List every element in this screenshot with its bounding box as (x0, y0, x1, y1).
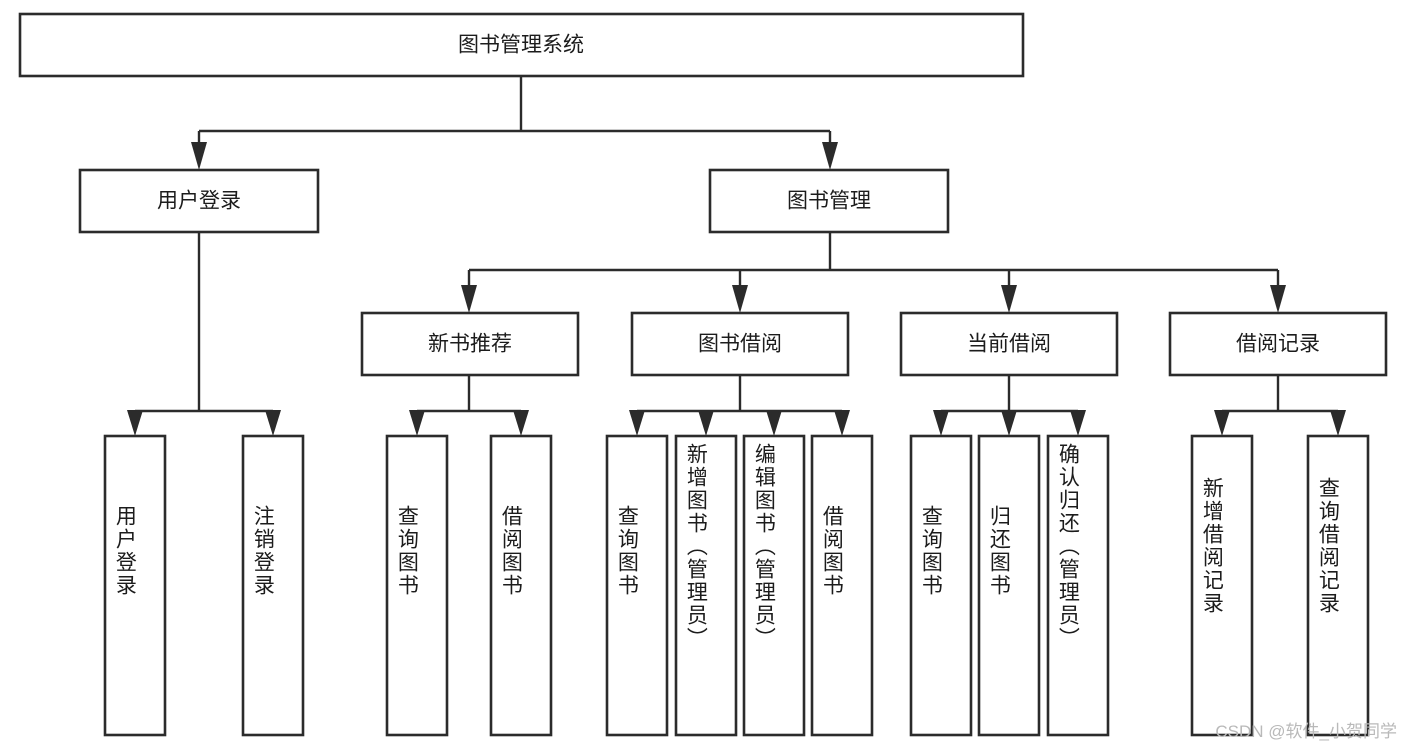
arrowhead-leaf-user-login (127, 410, 143, 436)
arrowhead-leaf-query-book-1 (409, 410, 425, 436)
node-box-leaf-add-book[interactable] (674, 434, 738, 737)
arrowhead-leaf-add-record (1214, 410, 1230, 436)
arrowhead-leaf-logout-login (265, 410, 281, 436)
node-label-book-borrow: 图书借阅 (698, 333, 782, 356)
node-label-user-login: 用户登录 (157, 190, 241, 213)
node-box-leaf-borrow-book-2[interactable] (810, 434, 874, 737)
arrowhead-leaf-return-book (1001, 410, 1017, 436)
arrowhead-book-management (822, 142, 838, 170)
node-box-book-borrow[interactable] (630, 311, 850, 377)
connectors-root (127, 76, 1346, 436)
node-box-leaf-query-book-3[interactable] (909, 434, 973, 737)
node-box-borrow-record[interactable] (1168, 311, 1388, 377)
node-box-leaf-query-record[interactable] (1306, 434, 1370, 737)
arrowhead-leaf-edit-book (766, 410, 782, 436)
node-label-root: 图书管理系统 (458, 34, 584, 57)
node-box-book-management[interactable] (708, 168, 950, 234)
node-label-new-book-recommend: 新书推荐 (428, 333, 512, 356)
node-box-leaf-borrow-book-1[interactable] (489, 434, 553, 737)
arrowhead-book-borrow (732, 285, 748, 313)
node-box-leaf-return-book[interactable] (977, 434, 1041, 737)
node-box-leaf-confirm-return[interactable] (1046, 434, 1110, 737)
arrowhead-leaf-borrow-book-1 (513, 410, 529, 436)
nodes-root: 图书管理系统 用户登录 图书管理 新书推荐 图书借阅 当前借阅 借阅记录 (18, 12, 1388, 737)
node-box-user-login[interactable] (78, 168, 320, 234)
arrowhead-current-borrow (1001, 285, 1017, 313)
arrowhead-borrow-record (1270, 285, 1286, 313)
arrowhead-leaf-query-book-3 (933, 410, 949, 436)
arrowhead-leaf-add-book (698, 410, 714, 436)
node-label-current-borrow: 当前借阅 (967, 333, 1051, 356)
arrowhead-leaf-confirm-return (1070, 410, 1086, 436)
node-label-book-management: 图书管理 (787, 190, 871, 213)
arrowhead-leaf-query-record (1330, 410, 1346, 436)
node-box-leaf-user-login[interactable] (103, 434, 167, 737)
arrowhead-leaf-borrow-book-2 (834, 410, 850, 436)
node-box-root[interactable] (18, 12, 1025, 78)
arrowhead-new-book-recommend (461, 285, 477, 313)
node-box-leaf-add-record[interactable] (1190, 434, 1254, 737)
arrowhead-user-login (191, 142, 207, 170)
node-box-current-borrow[interactable] (899, 311, 1119, 377)
node-box-leaf-query-book-2[interactable] (605, 434, 669, 737)
node-box-leaf-logout-login[interactable] (241, 434, 305, 737)
watermark-text: CSDN @软件_小贺同学 (1215, 722, 1397, 741)
node-label-borrow-record: 借阅记录 (1236, 333, 1320, 356)
node-box-leaf-query-book-1[interactable] (385, 434, 449, 737)
node-box-new-book-recommend[interactable] (360, 311, 580, 377)
node-box-leaf-edit-book[interactable] (742, 434, 806, 737)
arrowhead-leaf-query-book-2 (629, 410, 645, 436)
